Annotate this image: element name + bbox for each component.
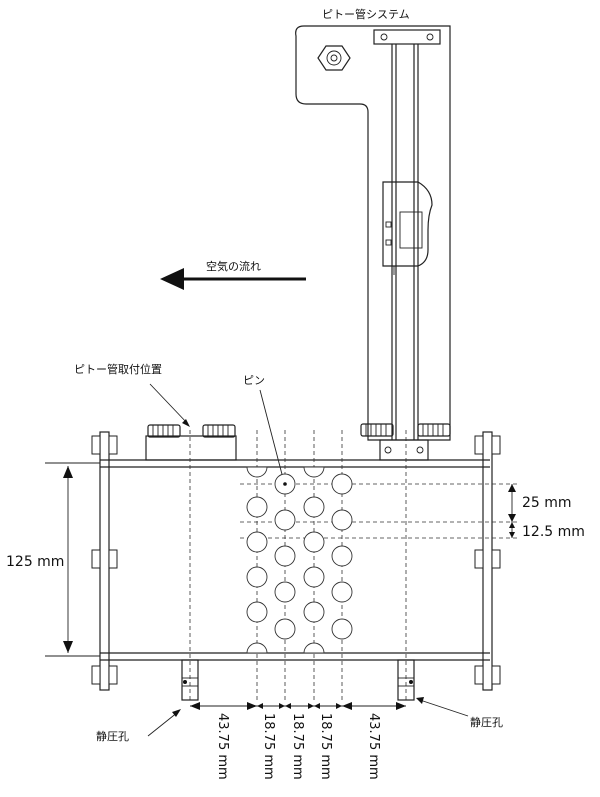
pin-label: ピン: [243, 374, 265, 387]
test-section: [91, 431, 501, 691]
left-height-dimension: [45, 462, 100, 657]
dim-125mm: 125 mm: [6, 554, 64, 570]
hex-nut-icon: [317, 45, 351, 71]
dim-43-75mm-right: 43.75 mm: [366, 713, 381, 780]
dim-12-5mm: 12.5 mm: [522, 524, 585, 540]
static-tap-left: [181, 659, 199, 701]
pitot-system-label: ピトー管システム: [322, 7, 410, 21]
right-dimensions: [508, 484, 516, 538]
dim-18-75mm-b: 18.75 mm: [290, 713, 305, 780]
bottom-dimension-chain: [190, 702, 406, 710]
static-hole-right-label: 静圧孔: [470, 715, 503, 729]
dim-25mm: 25 mm: [522, 495, 572, 511]
pitot-mount-label: ピトー管取付位置: [74, 362, 162, 376]
static-hole-left-label: 静圧孔: [96, 729, 129, 743]
pin-array: [246, 466, 353, 654]
pitot-tube-system: [295, 25, 451, 461]
airflow-label: 空気の流れ: [206, 259, 261, 273]
static-tap-right: [397, 659, 415, 701]
digital-readout: [399, 211, 423, 249]
airflow-arrow-icon: [160, 268, 306, 290]
dim-18-75mm-a: 18.75 mm: [261, 713, 276, 780]
pitot-mount-pointer: [149, 383, 189, 425]
pitot-mount-block: [145, 424, 237, 461]
dim-43-75mm-left: 43.75 mm: [215, 713, 230, 780]
dim-18-75mm-c: 18.75 mm: [318, 713, 333, 780]
